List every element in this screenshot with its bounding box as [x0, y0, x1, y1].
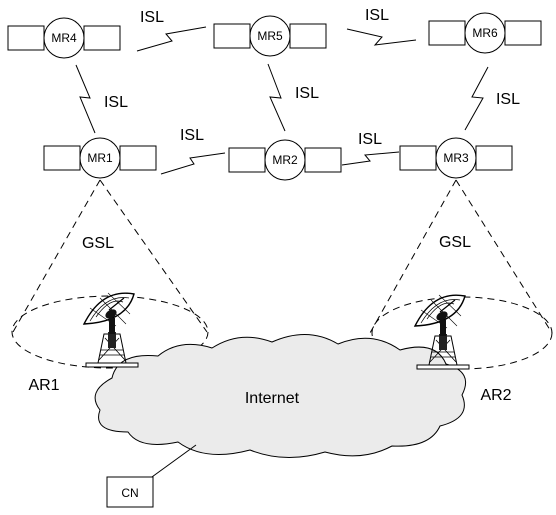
satellite-mr3: MR3 — [399, 137, 513, 179]
satellite-mr6: MR6 — [428, 12, 542, 54]
cn-node — [106, 476, 154, 508]
isl-label-mr5-mr6: ISL — [365, 7, 389, 24]
isl-link-mr2-mr3 — [341, 151, 400, 166]
ar1-label: AR1 — [28, 377, 59, 394]
gsl-label-right: GSL — [439, 234, 471, 251]
isl-label-mr6-mr3: ISL — [496, 91, 520, 108]
ar2-label: AR2 — [480, 387, 511, 404]
isl-link-mr5-mr6 — [346, 28, 417, 46]
isl-link-mr5-mr2 — [267, 63, 286, 132]
satellite-mr2: MR2 — [228, 139, 342, 181]
isl-label-mr4-mr1: ISL — [104, 94, 128, 111]
satellite-dish-icon — [83, 292, 139, 368]
internet-cloud — [94, 333, 466, 459]
satellite-label: MR4 — [51, 31, 77, 45]
internet-label: Internet — [245, 390, 300, 407]
isl-link-mr4-mr1 — [75, 64, 96, 134]
isl-label-mr4-mr5: ISL — [140, 9, 164, 26]
isl-link-mr6-mr3 — [464, 66, 489, 131]
gsl-cone-left — [12, 179, 208, 333]
cn-label: CN — [121, 486, 138, 500]
gsl-footprint-right — [371, 296, 553, 370]
gsl-cone-right — [369, 179, 553, 334]
satellite-label: MR2 — [272, 153, 298, 167]
isl-label-mr1-mr2: ISL — [180, 127, 204, 144]
satellite-label: MR5 — [257, 29, 283, 43]
satellite-mr4: MR4 — [7, 17, 121, 59]
satellite-label: MR1 — [87, 151, 113, 165]
ground-station-ar1 — [83, 292, 139, 368]
satellite-label: MR3 — [443, 151, 469, 165]
isl-link-mr4-mr5 — [136, 26, 207, 52]
satellite-label: MR6 — [472, 26, 498, 40]
isl-label-mr5-mr2: ISL — [295, 85, 319, 102]
satellite-mr5: MR5 — [213, 15, 327, 57]
gsl-label-left: GSL — [82, 235, 114, 252]
isl-link-mr1-mr2 — [160, 152, 226, 175]
gsl-footprint-left — [11, 295, 209, 369]
cn-link — [144, 444, 197, 483]
isl-label-mr2-mr3: ISL — [358, 131, 382, 148]
satellite-mr1: MR1 — [43, 137, 157, 179]
